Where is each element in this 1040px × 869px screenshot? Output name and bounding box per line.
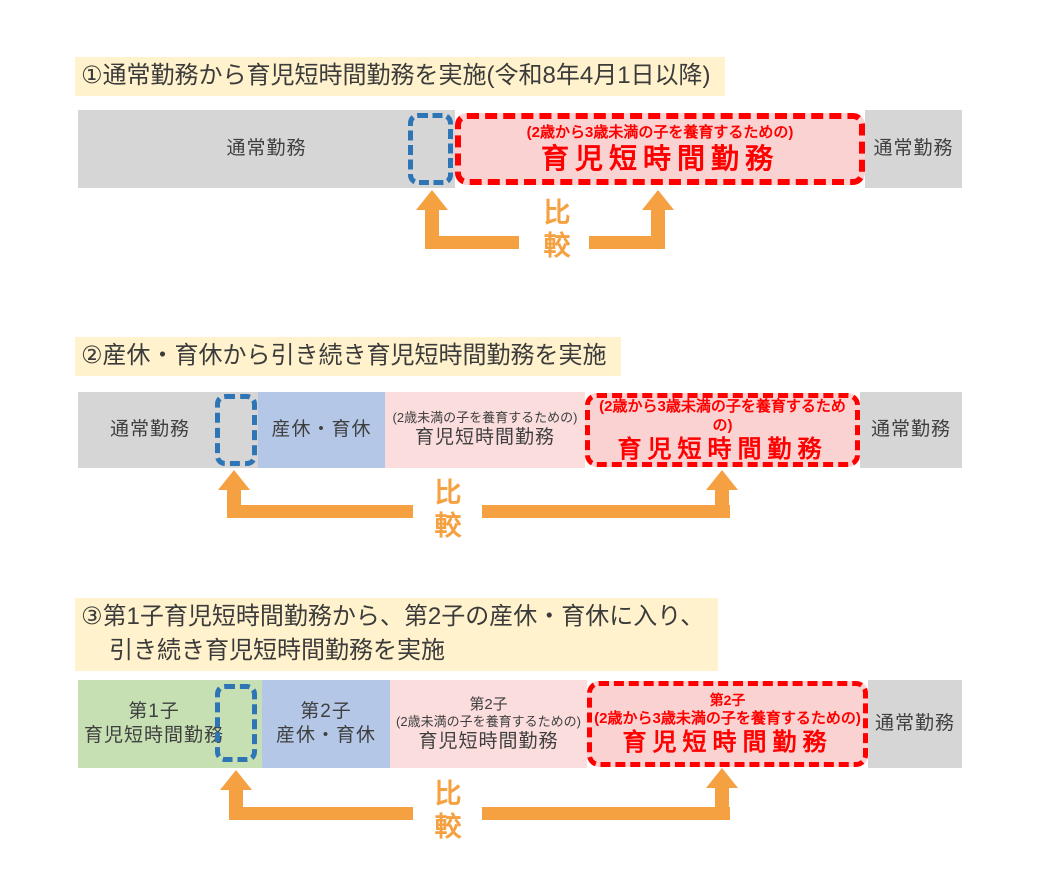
- highlight-note: (2歳から3歳未満の子を養育するための): [599, 397, 846, 434]
- comparison-label: 比較: [434, 779, 462, 842]
- segment-note: (2歳未満の子を養育するための): [396, 713, 581, 729]
- comparison-arrow-right-head: [706, 470, 738, 490]
- section3-title-line2: 引き続き育児短時間勤務を実施: [109, 637, 445, 664]
- comparison-arrow-left-head: [218, 470, 250, 490]
- highlight-title: 育児短時間勤務: [622, 728, 833, 756]
- section2-comparison-period-box: [215, 394, 257, 466]
- section3-title-line1: ③第1子育児短時間勤務から、第2子の産休・育休に入り、: [81, 603, 705, 630]
- section1-title: ①通常勤務から育児短時間勤務を実施(令和8年4月1日以降): [75, 57, 725, 96]
- segment-label: 通常勤務: [874, 713, 955, 734]
- comparison-arrow-right-head: [706, 768, 738, 788]
- segment-label: 育児短時間勤務: [83, 725, 224, 746]
- segment-label: 産休・育休: [275, 725, 376, 746]
- section1-normal-right-segment: 通常勤務: [865, 110, 962, 188]
- comparison-label: 比較: [434, 478, 462, 541]
- section2-maternity-segment: 産休・育休: [258, 392, 385, 468]
- section2-under2-shortwork-segment: (2歳未満の子を養育するための) 育児短時間勤務: [385, 392, 585, 468]
- section2-normal-right-segment: 通常勤務: [860, 392, 962, 468]
- segment-label: 産休・育休: [271, 419, 372, 440]
- section2-bar: 通常勤務 産休・育休 (2歳未満の子を養育するための) 育児短時間勤務 (2歳か…: [78, 392, 962, 468]
- comparison-arrow-right-hstem: [482, 505, 730, 518]
- comparison-arrow-left-hstem: [229, 807, 413, 820]
- comparison-arrow-left-head: [416, 190, 448, 210]
- segment-label: 育児短時間勤務: [414, 427, 555, 448]
- comparison-arrow-left-hstem: [227, 505, 413, 518]
- segment-label: 通常勤務: [873, 138, 954, 159]
- section1-normal-left-segment: 通常勤務: [78, 110, 455, 188]
- section3-under2-shortwork-segment: 第2子 (2歳未満の子を養育するための) 育児短時間勤務: [390, 680, 587, 768]
- segment-label: 通常勤務: [870, 419, 951, 440]
- highlight-note: (2歳から3歳未満の子を養育するための): [594, 709, 861, 727]
- segment-note: (2歳未満の子を養育するための): [392, 410, 578, 425]
- segment-label: 育児短時間勤務: [418, 730, 559, 752]
- section3-bar: 第1子 育児短時間勤務 第2子 産休・育休 第2子 (2歳未満の子を養育するため…: [78, 680, 962, 768]
- segment-label: 通常勤務: [226, 138, 307, 159]
- section1-bar: 通常勤務 (2歳から3歳未満の子を養育するための) 育児短時間勤務 通常勤務: [78, 110, 962, 188]
- segment-label: 通常勤務: [109, 419, 190, 440]
- segment-child-label: 第2子: [469, 695, 508, 713]
- section2-normal-left-segment: 通常勤務: [78, 392, 258, 468]
- section3-first-child-shortwork-segment: 第1子 育児短時間勤務: [78, 680, 262, 768]
- highlight-title: 育児短時間勤務: [617, 435, 828, 463]
- section2-title: ②産休・育休から引き続き育児短時間勤務を実施: [75, 337, 621, 376]
- comparison-arrow-left-head: [220, 770, 252, 790]
- section3-maternity-segment: 第2子 産休・育休: [262, 680, 390, 768]
- segment-label: 第1子: [128, 701, 180, 722]
- comparison-arrow-right-hstem: [482, 807, 730, 820]
- section1-highlight-shortwork-box: (2歳から3歳未満の子を養育するための) 育児短時間勤務: [455, 113, 865, 185]
- section3-normal-right-segment: 通常勤務: [868, 680, 962, 768]
- highlight-child-label: 第2子: [709, 691, 746, 708]
- section3-comparison-period-box: [215, 684, 257, 762]
- comparison-arrow-right-head: [642, 190, 674, 210]
- section3-highlight-shortwork-box: 第2子 (2歳から3歳未満の子を養育するための) 育児短時間勤務: [587, 681, 868, 767]
- comparison-label: 比較: [543, 198, 571, 261]
- segment-label: 第2子: [300, 701, 352, 722]
- comparison-arrow-right-hstem: [589, 236, 665, 249]
- comparison-arrow-left-hstem: [425, 236, 519, 249]
- section1-comparison-period-box: [408, 113, 453, 185]
- section2-highlight-shortwork-box: (2歳から3歳未満の子を養育するための) 育児短時間勤務: [585, 393, 860, 467]
- comparison-arrow-right-vstem: [651, 208, 665, 249]
- comparison-arrow-right-vstem: [715, 488, 729, 518]
- highlight-note: (2歳から3歳未満の子を養育するための): [526, 124, 794, 141]
- comparison-arrow-right-vstem: [715, 787, 729, 820]
- highlight-title: 育児短時間勤務: [540, 143, 779, 174]
- section3-title: ③第1子育児短時間勤務から、第2子の産休・育休に入り、 引き続き育児短時間勤務を…: [75, 598, 719, 671]
